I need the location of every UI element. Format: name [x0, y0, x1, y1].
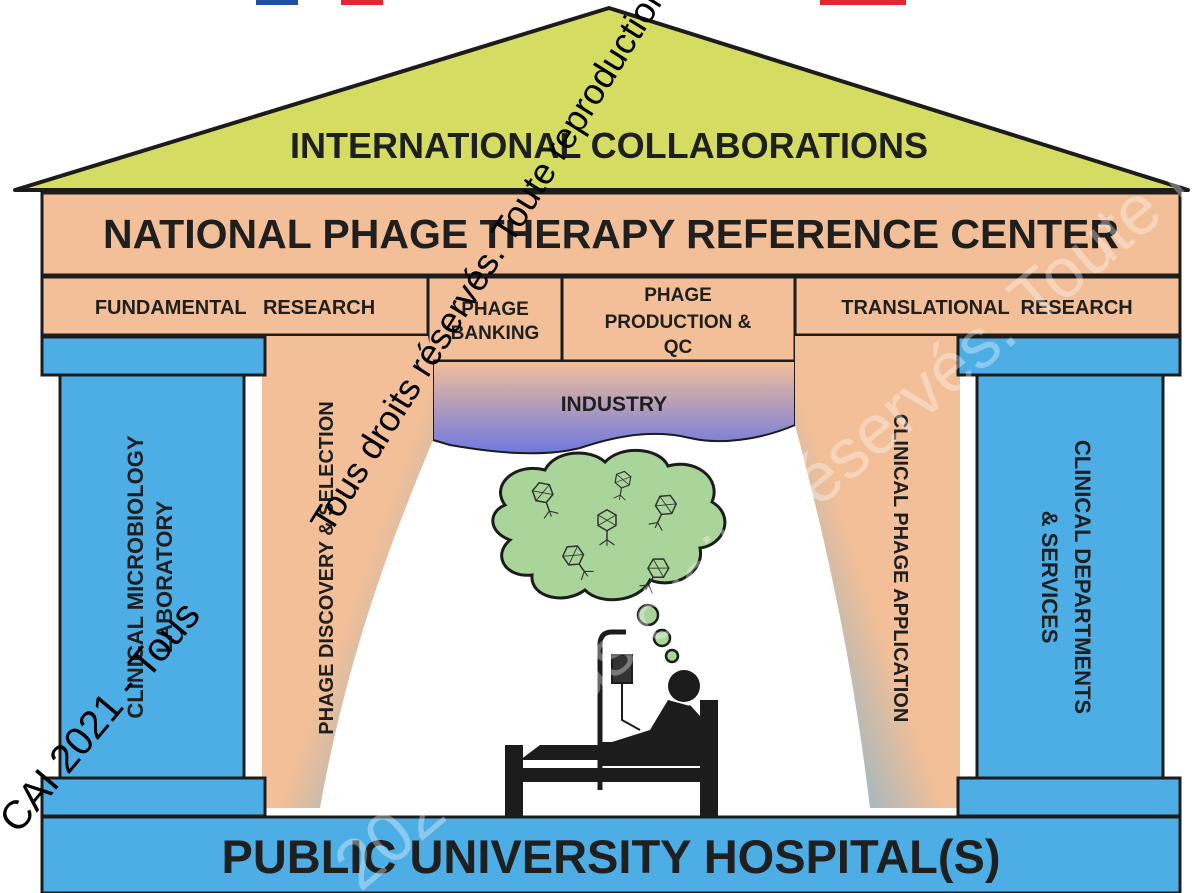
- translational-research-label: TRANSLATIONAL RESEARCH: [841, 297, 1132, 319]
- phage-production-label-1: PHAGE: [644, 285, 712, 306]
- reference-center-band: [40, 191, 1182, 277]
- left-outer-pillar-label-2: LABORATORY: [152, 500, 177, 653]
- right-curtain: [795, 336, 960, 808]
- flag-blue-mark: [256, 0, 298, 5]
- left-inner-pillar-label: PHAGE DISCOVERY & SELECTION: [316, 401, 338, 734]
- industry-label: INDUSTRY: [561, 393, 668, 416]
- left-pillar-shaft: [58, 373, 246, 780]
- phage-production-label-3: QC: [664, 337, 693, 358]
- roof-label: INTERNATIONAL COLLABORATIONS: [290, 125, 928, 166]
- fundamental-research-label: FUNDAMENTAL RESEARCH: [95, 297, 375, 319]
- phage-production-box: [560, 275, 797, 363]
- phage-banking-label-2: BANKING: [451, 323, 540, 344]
- right-pillar-capital: [956, 335, 1182, 377]
- flag-red-mark: [341, 0, 383, 5]
- left-curtain: [262, 336, 433, 808]
- flag-marks: [256, 0, 906, 5]
- left-outer-pillar-label-1: CLINICAL MICROBIOLOGY: [123, 435, 148, 718]
- roof-triangle: [13, 6, 1190, 192]
- phage-production-label-2: PRODUCTION &: [605, 312, 752, 333]
- iv-drip-icon: [597, 629, 641, 790]
- phage-banking-label-1: PHAGE: [461, 299, 529, 320]
- hospital-base-label: PUBLIC UNIVERSITY HOSPITAL(S): [221, 830, 1000, 883]
- left-pillar-capital: [40, 335, 267, 377]
- phage-banking-box: [426, 275, 564, 363]
- right-pillar-base: [956, 776, 1182, 818]
- industry-curtain: [432, 360, 796, 455]
- patient-bed-icon: [505, 670, 718, 817]
- left-pillar-base: [40, 776, 267, 818]
- flag-red-mark-right: [820, 0, 906, 5]
- right-inner-pillar-label: CLINICAL PHAGE APPLICATION: [889, 414, 911, 723]
- reference-center-label: NATIONAL PHAGE THERAPY REFERENCE CENTER: [103, 211, 1119, 257]
- right-outer-pillar-label-1: CLINICAL DEPARTMENTS: [1070, 440, 1095, 714]
- hospital-base: [40, 815, 1182, 893]
- translational-research-box: [793, 275, 1182, 337]
- right-outer-pillar-label-2: & SERVICES: [1037, 511, 1062, 644]
- right-pillar-shaft: [975, 373, 1165, 780]
